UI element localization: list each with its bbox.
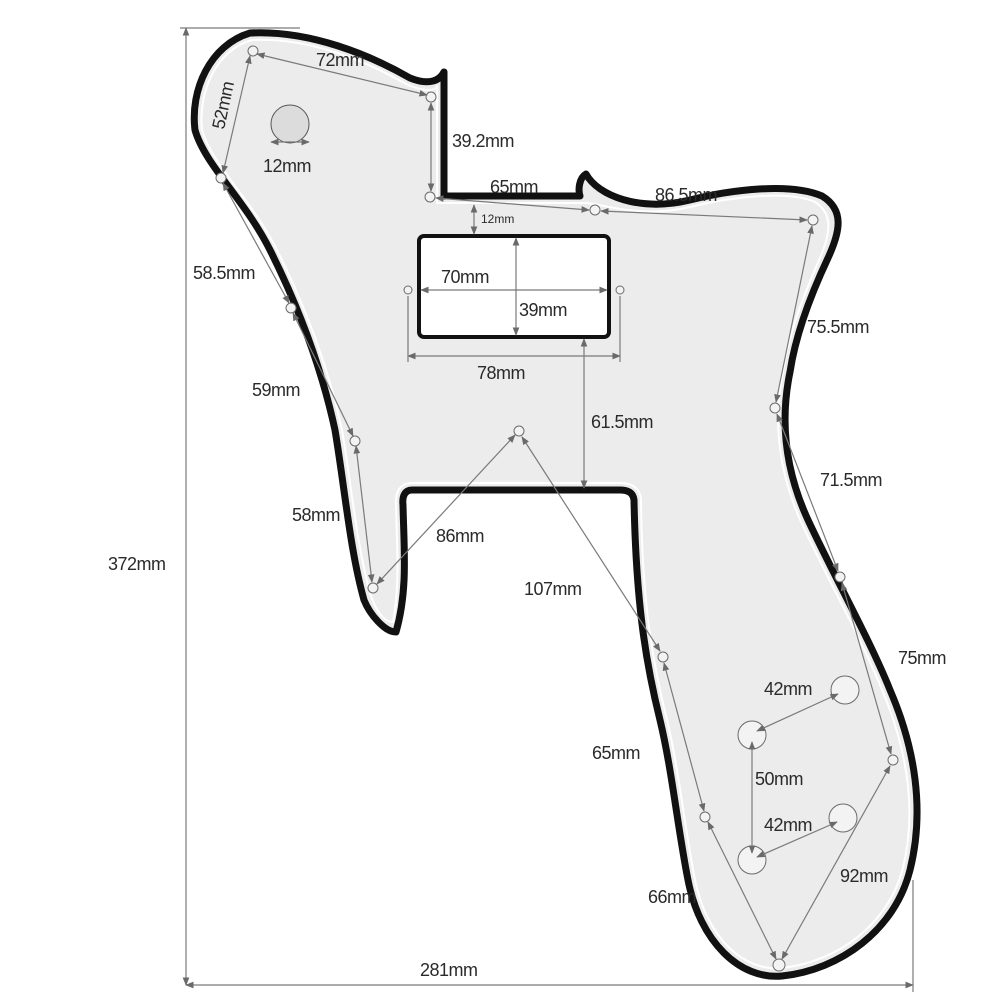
- label-61-5: 61.5mm: [591, 412, 653, 432]
- hole-center: [513, 425, 525, 437]
- dim-line-72: [256, 52, 428, 97]
- dim-line-71-5: [776, 413, 839, 572]
- dim-line-107: [521, 436, 661, 652]
- label-70: 70mm: [441, 267, 489, 287]
- hole-top-horn: [425, 91, 437, 103]
- label-75: 75mm: [898, 648, 946, 668]
- hole-right-low: [834, 571, 846, 583]
- dim-line-52: [221, 55, 252, 174]
- hole-right-top: [807, 214, 819, 226]
- dim-line-86-5: [600, 207, 808, 224]
- jack-hole: [270, 104, 310, 144]
- hole-lower-mid: [657, 651, 669, 663]
- hole-pickup-right: [615, 285, 625, 295]
- dim-line-42-b: [756, 821, 838, 858]
- label-42-a: 42mm: [764, 679, 812, 699]
- label-66: 66mm: [648, 887, 696, 907]
- dim-line-58-5: [222, 182, 290, 304]
- dim-line-65-top: [435, 195, 590, 213]
- label-39: 39mm: [519, 300, 567, 320]
- dimension-labels: 72mm 52mm 12mm 39.2mm 65mm 86.5mm 12mm 7…: [108, 50, 947, 980]
- label-71-5: 71.5mm: [820, 470, 882, 490]
- dimension-lines: [180, 27, 914, 992]
- dim-line-75-5: [774, 225, 814, 403]
- label-78: 78mm: [477, 363, 525, 383]
- hole-top-left: [247, 45, 259, 57]
- hole-lower-left: [699, 811, 711, 823]
- hole-mid-top: [589, 204, 601, 216]
- dim-line-86: [376, 434, 516, 585]
- label-12-gap: 12mm: [481, 212, 514, 226]
- pot-hole-top-right: [830, 675, 860, 705]
- label-86: 86mm: [436, 526, 484, 546]
- label-107: 107mm: [524, 579, 582, 599]
- label-58: 58mm: [292, 505, 340, 525]
- label-65-top: 65mm: [490, 177, 538, 197]
- dim-line-42-a: [756, 693, 839, 732]
- hole-left-mid: [285, 302, 297, 314]
- label-12-hole: 12mm: [263, 156, 311, 176]
- hole-pickup-left: [403, 285, 413, 295]
- label-42-b: 42mm: [764, 815, 812, 835]
- pot-hole-right-bottom: [828, 803, 858, 833]
- dim-line-92: [781, 765, 891, 960]
- label-75-5: 75.5mm: [807, 317, 869, 337]
- hole-right-mid: [769, 402, 781, 414]
- label-39-2: 39.2mm: [452, 131, 514, 151]
- hole-left-upper: [215, 172, 227, 184]
- dim-line-66: [707, 821, 777, 960]
- dim-line-65-low: [662, 662, 706, 812]
- label-92: 92mm: [840, 866, 888, 886]
- label-59: 59mm: [252, 380, 300, 400]
- label-372: 372mm: [108, 554, 166, 574]
- mounting-holes: [215, 45, 899, 972]
- dim-line-58: [353, 445, 375, 583]
- label-281: 281mm: [420, 960, 478, 980]
- label-58-5: 58.5mm: [193, 263, 255, 283]
- label-50: 50mm: [755, 769, 803, 789]
- hole-bottom: [772, 958, 786, 972]
- hole-right-bottom: [887, 754, 899, 766]
- hole-left-low: [349, 435, 361, 447]
- hole-left-bottom: [367, 582, 379, 594]
- label-86-5: 86.5mm: [655, 185, 717, 205]
- dim-line-59: [292, 312, 354, 437]
- pickguard-outline: [190, 29, 921, 980]
- label-65-low: 65mm: [592, 743, 640, 763]
- dim-line-75: [840, 582, 893, 755]
- label-72: 72mm: [316, 50, 364, 70]
- hole-notch: [424, 191, 436, 203]
